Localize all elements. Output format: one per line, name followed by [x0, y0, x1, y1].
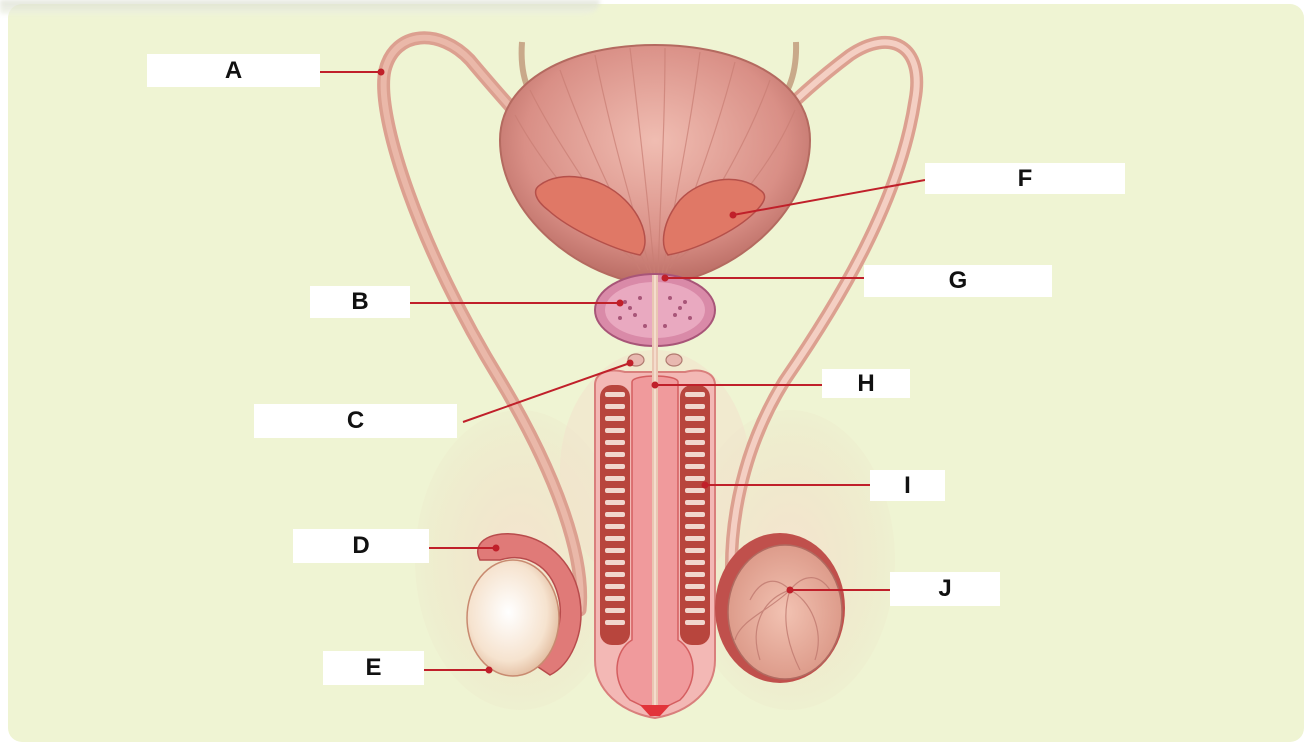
label-box-c[interactable]: C — [254, 404, 457, 438]
leader-lines — [320, 68, 926, 674]
label-box-d[interactable]: D — [293, 529, 429, 563]
label-box-a[interactable]: A — [147, 54, 320, 87]
label-box-j[interactable]: J — [890, 572, 1000, 606]
label-b-text: B — [351, 288, 369, 315]
label-box-g[interactable]: G — [864, 265, 1052, 297]
prostate-texture — [618, 296, 692, 328]
glans-tip — [640, 705, 670, 716]
label-d-text: D — [352, 532, 370, 559]
bulbourethral-gland-right — [665, 353, 683, 367]
seminal-vesicle-right — [662, 178, 766, 256]
label-f-text: F — [1017, 164, 1033, 192]
label-j-text: J — [938, 575, 952, 602]
label-box-e[interactable]: E — [323, 651, 424, 685]
testis-right — [727, 544, 843, 680]
top-shadow — [0, 0, 600, 14]
label-a-text: A — [224, 56, 243, 84]
label-box-i[interactable]: I — [870, 470, 945, 501]
label-i-text: I — [904, 471, 911, 499]
label-g-text: G — [948, 267, 968, 294]
label-box-b[interactable]: B — [310, 286, 410, 318]
seminiferous-tubules — [734, 577, 831, 671]
seminal-vesicle-left — [534, 175, 646, 256]
testis-left — [466, 559, 560, 677]
label-h-text: H — [857, 369, 875, 397]
label-c-text: C — [346, 407, 365, 434]
erectile-tissue-texture — [605, 392, 705, 625]
label-box-h[interactable]: H — [822, 369, 910, 398]
label-box-f[interactable]: F — [925, 163, 1125, 194]
label-e-text: E — [365, 654, 382, 681]
